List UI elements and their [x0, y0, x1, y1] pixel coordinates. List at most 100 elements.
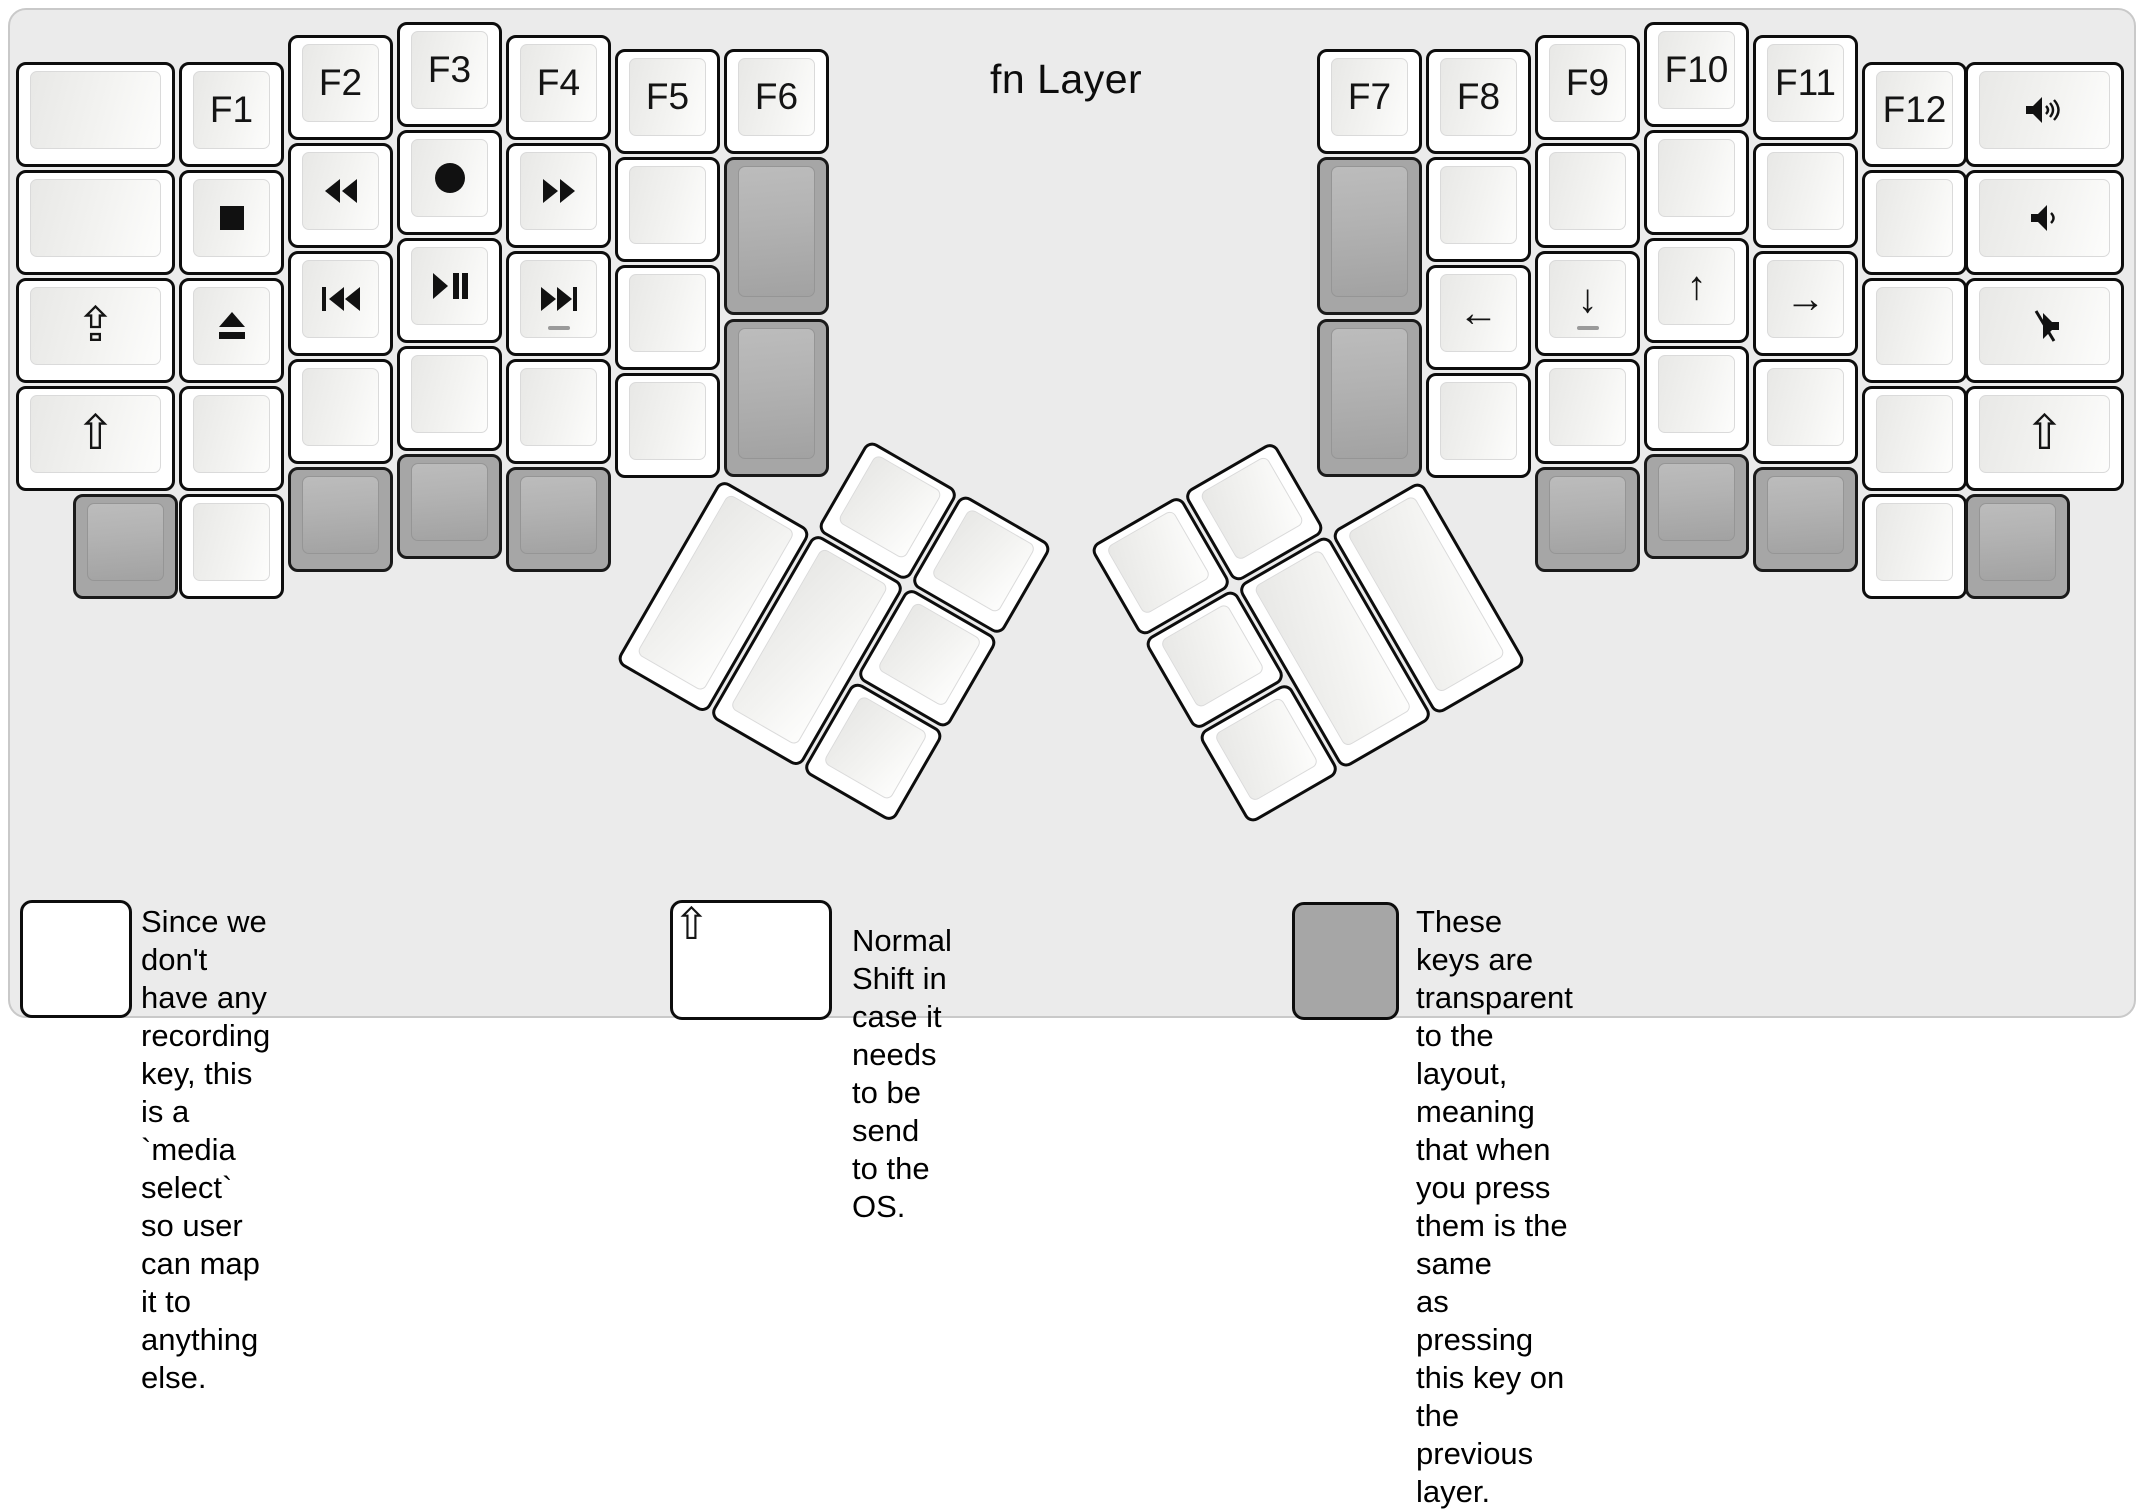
shift-key-icon: ⇧ [670, 900, 832, 1020]
key-label: F8 [1456, 76, 1501, 117]
key-transparent[interactable] [288, 467, 393, 572]
key-transparent[interactable] [506, 467, 611, 572]
legend-text: Since we don't have any recording key, t… [141, 904, 271, 1395]
key-record[interactable] [397, 130, 502, 235]
arrow-right-icon: → [1785, 277, 1826, 321]
key-label: F5 [645, 76, 690, 117]
key-transparent[interactable] [73, 494, 178, 599]
key-arrow-down[interactable]: ↓ [1535, 251, 1640, 356]
key-transparent[interactable] [1535, 467, 1640, 572]
key-eject[interactable] [179, 278, 284, 383]
keycap-top: ↓ [1549, 260, 1626, 338]
key-f3[interactable]: F3 [397, 22, 502, 127]
keycap-top: ⇧ [30, 395, 161, 473]
key-stop[interactable] [179, 170, 284, 275]
key-blank[interactable] [1426, 157, 1531, 262]
keycap-top [1979, 179, 2110, 257]
key-mute[interactable] [1965, 278, 2124, 383]
key-transparent[interactable] [1644, 454, 1749, 559]
key-caps-lock[interactable]: ⇪ [16, 278, 175, 383]
keycap-top: ← [1440, 274, 1517, 352]
key-f7[interactable]: F7 [1317, 49, 1422, 154]
key-fast-forward[interactable] [506, 143, 611, 248]
key-blank[interactable] [16, 62, 175, 167]
key-blank[interactable] [1644, 346, 1749, 451]
key-volume-down[interactable] [1965, 170, 2124, 275]
key-blank[interactable] [1862, 494, 1967, 599]
key-f12[interactable]: F12 [1862, 62, 1967, 167]
keycap-top: ⇧ [673, 903, 829, 947]
mute-icon [2027, 309, 2063, 343]
key-arrow-up[interactable]: ↑ [1644, 238, 1749, 343]
key-f8[interactable]: F8 [1426, 49, 1531, 154]
key-blank[interactable] [397, 346, 502, 451]
key-blank[interactable] [179, 386, 284, 491]
key-blank[interactable] [1862, 170, 1967, 275]
key-volume-up[interactable] [1965, 62, 2124, 167]
key-label: F7 [1347, 76, 1392, 117]
keycap-top [1876, 179, 1953, 257]
keycap-top [1767, 476, 1844, 554]
key-transparent[interactable] [1317, 319, 1422, 477]
key-label: F6 [754, 76, 799, 117]
key-blank[interactable] [16, 170, 175, 275]
key-f2[interactable]: F2 [288, 35, 393, 140]
key-blank[interactable] [1753, 143, 1858, 248]
keycap-top: F5 [629, 58, 706, 136]
key-blank[interactable] [1862, 278, 1967, 383]
key-transparent[interactable] [1317, 157, 1422, 315]
keycap-top [520, 152, 597, 230]
key-blank[interactable] [506, 359, 611, 464]
keycap-top [1549, 152, 1626, 230]
key-transparent[interactable] [397, 454, 502, 559]
keycap-top [520, 260, 597, 338]
key-blank[interactable] [1535, 143, 1640, 248]
keycap-top [411, 355, 488, 433]
key-f4[interactable]: F4 [506, 35, 611, 140]
key-play-pause[interactable] [397, 238, 502, 343]
key-f9[interactable]: F9 [1535, 35, 1640, 140]
keycap-top [1979, 503, 2056, 581]
key-shift-right[interactable]: ⇧ [1965, 386, 2124, 491]
key-blank[interactable] [288, 359, 393, 464]
prev-track-icon [320, 286, 362, 312]
key-blank[interactable] [615, 157, 720, 262]
key-f6[interactable]: F6 [724, 49, 829, 154]
arrow-up-icon: ↑ [1686, 264, 1707, 308]
key-blank[interactable] [179, 494, 284, 599]
key-blank[interactable] [1753, 359, 1858, 464]
key-next-track[interactable] [506, 251, 611, 356]
keycap-top: F8 [1440, 58, 1517, 136]
key-blank[interactable] [1862, 386, 1967, 491]
key-transparent[interactable] [1965, 494, 2070, 599]
key-blank[interactable] [1644, 130, 1749, 235]
key-f1[interactable]: F1 [179, 62, 284, 167]
key-f11[interactable]: F11 [1753, 35, 1858, 140]
key-blank[interactable] [1426, 373, 1531, 478]
key-rewind[interactable] [288, 143, 393, 248]
keycap-top [1658, 355, 1735, 433]
keycap-top [1658, 139, 1735, 217]
key-transparent[interactable] [724, 319, 829, 477]
key-shift-left[interactable]: ⇧ [16, 386, 175, 491]
keycap-top [738, 328, 815, 459]
key-blank[interactable] [615, 373, 720, 478]
keycap-top [193, 395, 270, 473]
shift-left-icon: ⇧ [75, 407, 116, 460]
key-f10[interactable]: F10 [1644, 22, 1749, 127]
key-prev-track[interactable] [288, 251, 393, 356]
keycap-top: F1 [193, 71, 270, 149]
key-transparent[interactable] [724, 157, 829, 315]
rewind-icon [323, 178, 359, 204]
keycap-top: F10 [1658, 31, 1735, 109]
key-blank[interactable] [615, 265, 720, 370]
key-transparent[interactable] [1753, 467, 1858, 572]
keycap-top [1549, 476, 1626, 554]
keycap-top [1979, 71, 2110, 149]
keycap-top [1876, 503, 1953, 581]
key-arrow-left[interactable]: ← [1426, 265, 1531, 370]
key-arrow-right[interactable]: → [1753, 251, 1858, 356]
key-f5[interactable]: F5 [615, 49, 720, 154]
keycap-top [520, 476, 597, 554]
key-blank[interactable] [1535, 359, 1640, 464]
